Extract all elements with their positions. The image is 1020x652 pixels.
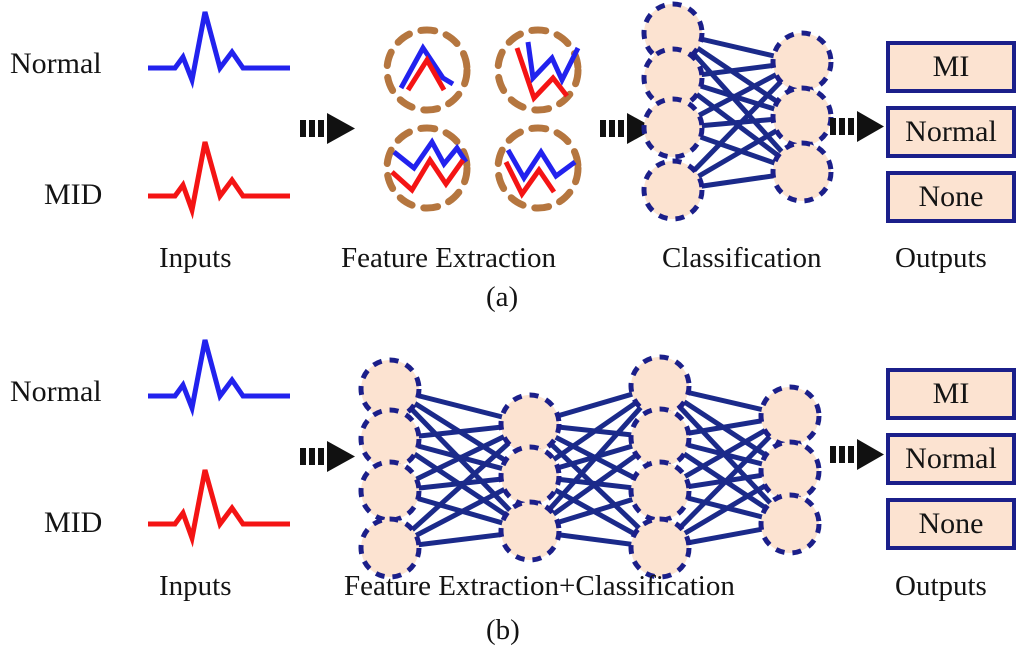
panel-a-output-box-normal[interactable]: Normal: [886, 106, 1016, 158]
arrow-inputs-to-features: [300, 113, 355, 144]
panel-b-layer3-node-1: [628, 354, 692, 418]
panel-a-letter: (a): [486, 281, 519, 313]
feature-cluster-4: [494, 124, 582, 212]
panel-b-output-box-none[interactable]: None: [886, 498, 1016, 550]
panel-a-output-node-1: [770, 30, 834, 94]
panel-a: Normal MID: [10, 1, 1016, 313]
panel-b-layer2-node-2: [498, 444, 562, 508]
panel-b-network-edges: [390, 383, 792, 551]
panel-a-output-box-mi[interactable]: MI: [886, 41, 1016, 93]
panel-b-signal-label-mid: MID: [44, 506, 103, 539]
arrow-classification-to-outputs: [830, 111, 884, 142]
ecg-waveform-icon-normal: [148, 339, 290, 417]
panel-b-layer1-node-1: [358, 357, 422, 421]
panel-b-layer3-node-2: [628, 406, 692, 470]
arrow-network-to-outputs: [830, 439, 884, 470]
panel-a-caption-inputs: Inputs: [159, 242, 232, 274]
panel-b-caption-outputs: Outputs: [895, 570, 987, 602]
panel-a-caption-feature-extraction: Feature Extraction: [341, 242, 556, 274]
panel-b-letter: (b): [486, 614, 520, 646]
panel-a-output-node-3: [770, 140, 834, 204]
panel-b-network-nodes: [358, 354, 822, 580]
panel-b-layer4-node-2: [758, 439, 822, 503]
panel-a-signal-label-normal: Normal: [10, 47, 102, 80]
panel-a-graphics: [148, 1, 884, 222]
panel-b-layer2-node-3: [498, 499, 562, 563]
panel-b-output-box-mi[interactable]: MI: [886, 368, 1016, 420]
panel-b-graphics: [148, 339, 884, 580]
panel-a-caption-outputs: Outputs: [895, 242, 987, 274]
panel-a-input-node-2: [641, 46, 705, 110]
panel-a-signal-label-mid: MID: [44, 178, 103, 211]
panel-b-layer3-node-4: [628, 516, 692, 580]
panel-b-output-box-normal[interactable]: Normal: [886, 433, 1016, 485]
panel-b-layer3-node-3: [628, 459, 692, 523]
panel-a-output-node-2: [770, 85, 834, 149]
panel-b-caption-inputs: Inputs: [159, 570, 232, 602]
panel-a-output-box-none[interactable]: None: [886, 171, 1016, 223]
panel-b-caption-network: Feature Extraction+Classification: [344, 570, 735, 602]
feature-cluster-3: [383, 124, 471, 212]
panel-b-layer1-node-4: [358, 516, 422, 580]
panel-b-layer1-node-2: [358, 407, 422, 471]
feature-cluster-2: [494, 26, 582, 114]
arrow-inputs-to-network: [300, 441, 355, 472]
arrow-features-to-classification: [600, 113, 655, 144]
panel-b-layer2-node-1: [498, 392, 562, 456]
panel-b: Normal MID: [0, 326, 1020, 652]
panel-a-input-node-1: [641, 1, 705, 65]
ecg-waveform-icon-mid: [148, 141, 290, 220]
panel-a-input-node-3: [641, 96, 705, 160]
ecg-waveform-icon-normal: [148, 11, 290, 89]
ecg-waveform-icon-mid: [148, 469, 290, 548]
panel-b-layer4-node-1: [758, 384, 822, 448]
panel-a-network-nodes: [641, 1, 834, 222]
panel-a-input-node-4: [641, 158, 705, 222]
panel-b-layer1-node-3: [358, 459, 422, 523]
feature-cluster-1: [383, 26, 471, 114]
panel-b-layer4-node-3: [758, 492, 822, 556]
panel-b-signal-label-normal: Normal: [10, 375, 102, 408]
panel-a-caption-classification: Classification: [662, 242, 822, 274]
